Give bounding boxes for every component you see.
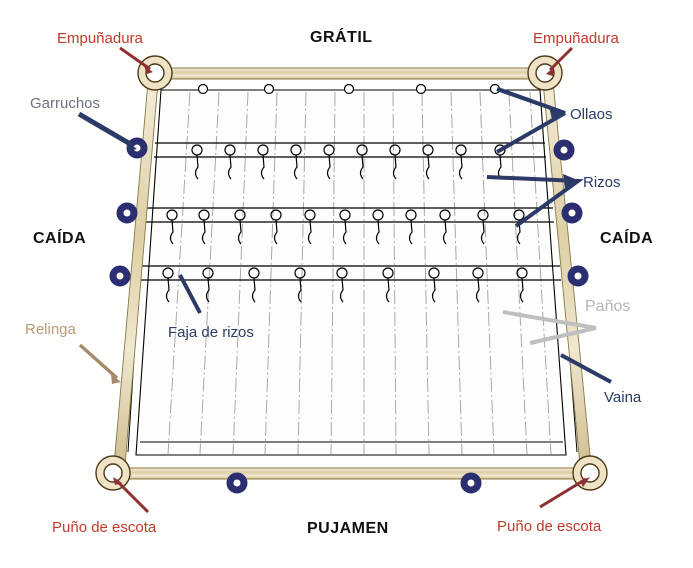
leader-faja-de-rizos (178, 274, 202, 314)
empunadura-top-left (137, 55, 173, 91)
garrucho-ring (561, 202, 583, 224)
label-empunadura-left: Empuñadura (57, 30, 143, 47)
leader-puno-escota-right (539, 477, 590, 509)
garrucho-rings (109, 137, 589, 494)
corner-grommets (95, 55, 608, 491)
garrucho-ring (460, 472, 482, 494)
reef-points-band-2 (166, 209, 525, 245)
panel-seams (167, 91, 552, 455)
leader-puno-escota-left (113, 477, 150, 514)
label-caida-right: CAÍDA (600, 230, 654, 247)
ollao (263, 83, 275, 95)
reef-band-1 (154, 142, 546, 158)
garrucho-ring (553, 139, 575, 161)
label-puno-escota-right: Puño de escota (497, 518, 602, 535)
label-gratil: GRÁTIL (310, 29, 373, 46)
leader-relinga (78, 343, 121, 384)
reef-points-band-1 (191, 144, 506, 180)
reef-band-2 (145, 207, 554, 223)
sail-outline (135, 89, 567, 456)
leader-empunadura-right (546, 46, 574, 76)
garrucho-ring (109, 265, 131, 287)
leader-empunadura-left (119, 46, 153, 74)
leader-vaina (560, 353, 612, 384)
label-panos: Paños (585, 298, 631, 315)
label-ollaos: Ollaos (570, 106, 613, 123)
label-pujamen: PUJAMEN (307, 520, 389, 537)
label-garruchos: Garruchos (30, 95, 101, 112)
label-puno-escota-left: Puño de escota (52, 519, 157, 536)
leader-rizos-arrow (563, 174, 580, 189)
label-faja-de-rizos: Faja de rizos (168, 324, 254, 341)
garrucho-ring (226, 472, 248, 494)
label-relinga: Relinga (25, 321, 76, 338)
ollao (197, 83, 209, 95)
label-caida-left: CAÍDA (33, 230, 87, 247)
reef-bands (138, 142, 561, 281)
sail-cloth (136, 90, 566, 455)
garrucho-ring (567, 265, 589, 287)
puno-de-escota-bottom-left (95, 455, 131, 491)
label-empunadura-right: Empuñadura (533, 30, 619, 47)
label-rizos: Rizos (583, 174, 621, 191)
leader-ollaos-arrow (549, 106, 566, 120)
head-ollaos (197, 83, 501, 95)
garrucho-ring (116, 202, 138, 224)
ollao (343, 83, 355, 95)
label-vaina: Vaina (604, 389, 642, 406)
reef-points-band-3 (162, 267, 528, 303)
leader-garruchos (77, 111, 137, 151)
leader-panos (502, 310, 597, 345)
ollao (415, 83, 427, 95)
